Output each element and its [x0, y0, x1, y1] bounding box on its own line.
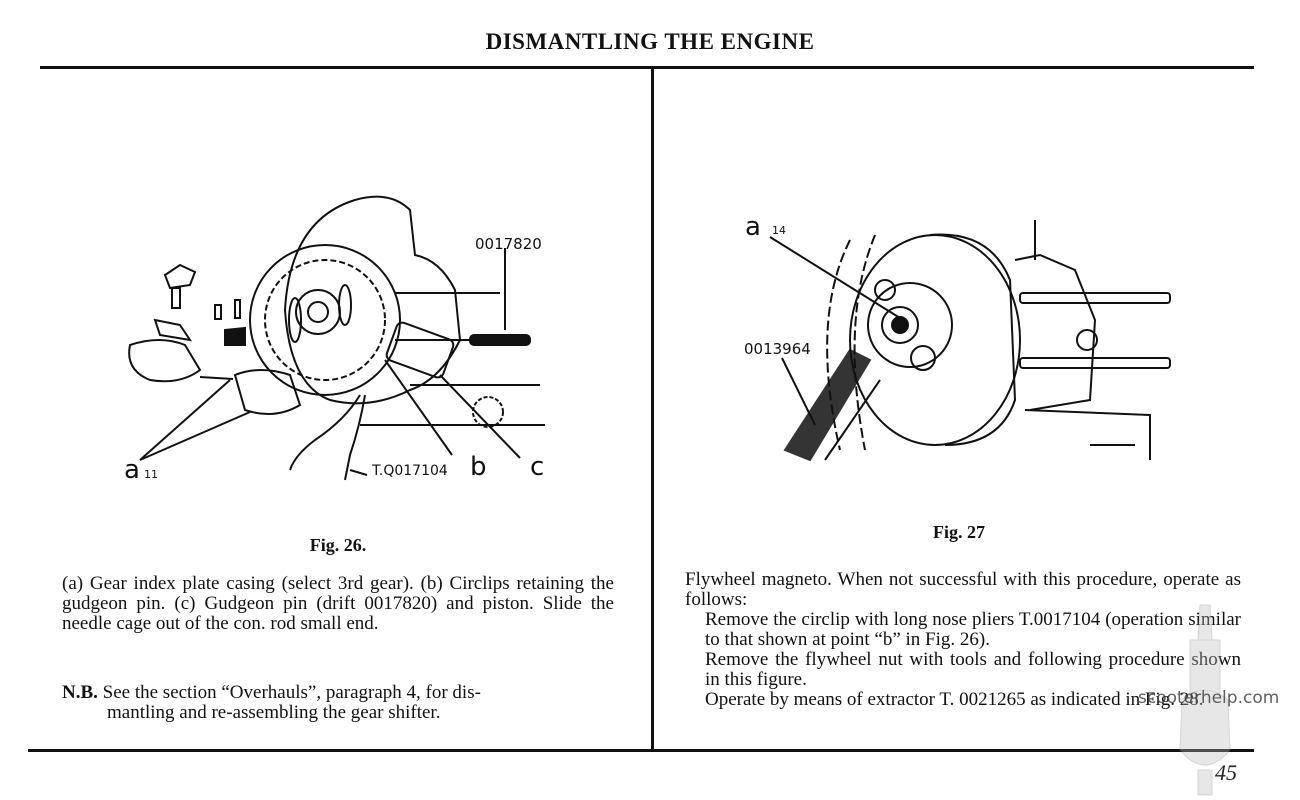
label-point-a: a — [124, 455, 140, 485]
scooter-watermark-icon — [1179, 604, 1231, 796]
bottom-rule — [28, 749, 1254, 752]
label-point-a-ref: 14 — [772, 224, 786, 237]
figure-26-caption: Fig. 26. — [309, 535, 367, 555]
note-block: N.B. See the section “Overhauls”, paragr… — [62, 683, 614, 723]
page-number: 45 — [1215, 760, 1237, 785]
label-point-a-ref: 11 — [144, 468, 158, 481]
note-line-1: See the section “Overhauls”, paragraph 4… — [97, 682, 481, 703]
label-point-a: a — [745, 212, 761, 242]
figure-27-illustration: a 14 0013964 — [730, 200, 1200, 480]
step-item: Remove the circlip with long nose pliers… — [705, 609, 1241, 650]
label-spanner-0013964: 0013964 — [744, 340, 811, 358]
label-drift-0017820: 0017820 — [475, 235, 542, 253]
label-point-b: b — [470, 452, 487, 482]
engine-piston-removal-drawing — [128, 195, 545, 481]
figure-26-illustration: 0017820 T.Q017104 a 11 b c — [110, 180, 610, 500]
note-label: N.B. — [62, 682, 98, 703]
note-line-2: mantling and re-assembling the gear shif… — [107, 702, 441, 723]
flywheel-magneto-drawing — [769, 220, 1171, 462]
top-rule — [40, 66, 1254, 69]
page-title: DISMANTLING THE ENGINE — [485, 29, 815, 54]
label-point-c: c — [530, 452, 545, 482]
step-item: Operate by means of extractor T. 0021265… — [705, 689, 1204, 710]
step-item: Remove the flywheel nut with tools and f… — [705, 649, 1241, 690]
watermark-text: scooterhelp.com — [1138, 688, 1280, 708]
column-divider — [651, 69, 654, 751]
intro-text: Flywheel magneto. When not successful wi… — [685, 569, 1241, 610]
figure-27-description: Flywheel magneto. When not successful wi… — [685, 570, 1241, 710]
label-pliers-t0017104: T.Q017104 — [372, 463, 448, 479]
figure-26-description: (a) Gear index plate casing (select 3rd … — [62, 573, 614, 634]
figure-27-caption: Fig. 27 — [933, 522, 985, 542]
